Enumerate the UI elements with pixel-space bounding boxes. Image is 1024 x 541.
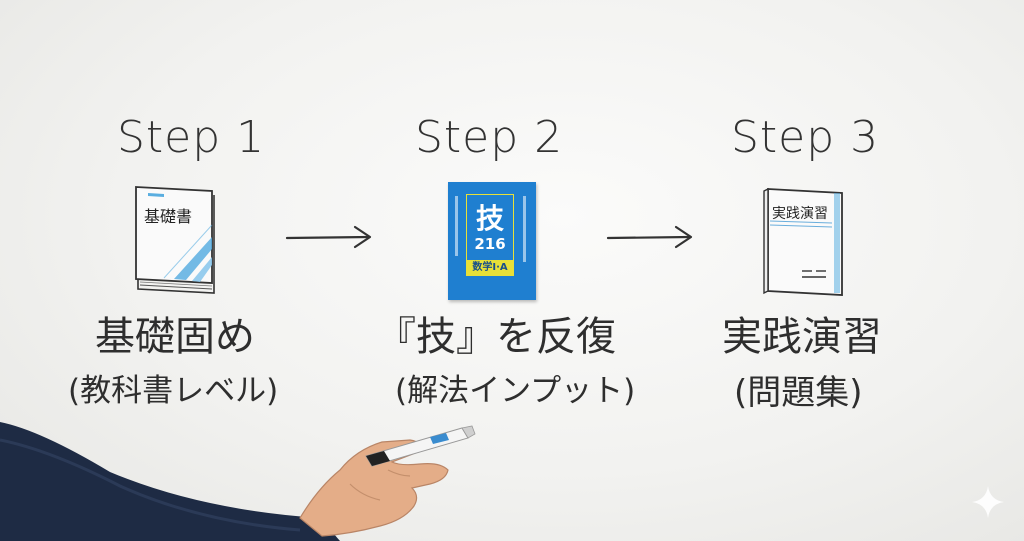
marker-icon (365, 425, 476, 467)
textbook-cover-label: 基礎書 (144, 207, 193, 226)
hand-with-marker (0, 422, 476, 541)
step-3-subcaption: (問題集) (734, 373, 863, 413)
textbook-illustration: 基礎書 (134, 185, 218, 295)
waza-title-frame: 技 216 (466, 194, 514, 264)
waza-kanji: 技 (475, 202, 504, 235)
right-arrow-icon (285, 225, 372, 249)
hand (299, 439, 449, 537)
step-2-subcaption: (解法インプット) (395, 373, 636, 409)
right-arrow-icon (606, 225, 693, 249)
waza-workbook-cover: 技 216 数学I·A (448, 182, 536, 300)
sparkle-icon (972, 486, 1004, 518)
step-1-caption: 基礎固め (95, 314, 255, 360)
waza-number: 216 (474, 235, 506, 253)
step-1-title: Step 1 (117, 112, 266, 163)
textbook-drawing (135, 186, 215, 294)
step-3-caption: 実践演習 (722, 314, 882, 360)
waza-subject: 数学I·A (466, 260, 514, 276)
step-3-title: Step 3 (731, 112, 880, 163)
sleeve (0, 422, 340, 541)
step-2-caption: 『技』を反復 (376, 314, 616, 360)
step-1-subcaption: (教科書レベル) (68, 373, 279, 409)
practice-book-drawing (763, 187, 843, 296)
spine-text-left (455, 196, 458, 256)
step-2-title: Step 2 (415, 112, 564, 163)
spine-text-right (523, 196, 526, 262)
practice-book-cover-label: 実践演習 (772, 206, 828, 222)
practice-book-illustration: 実践演習 (762, 185, 846, 297)
